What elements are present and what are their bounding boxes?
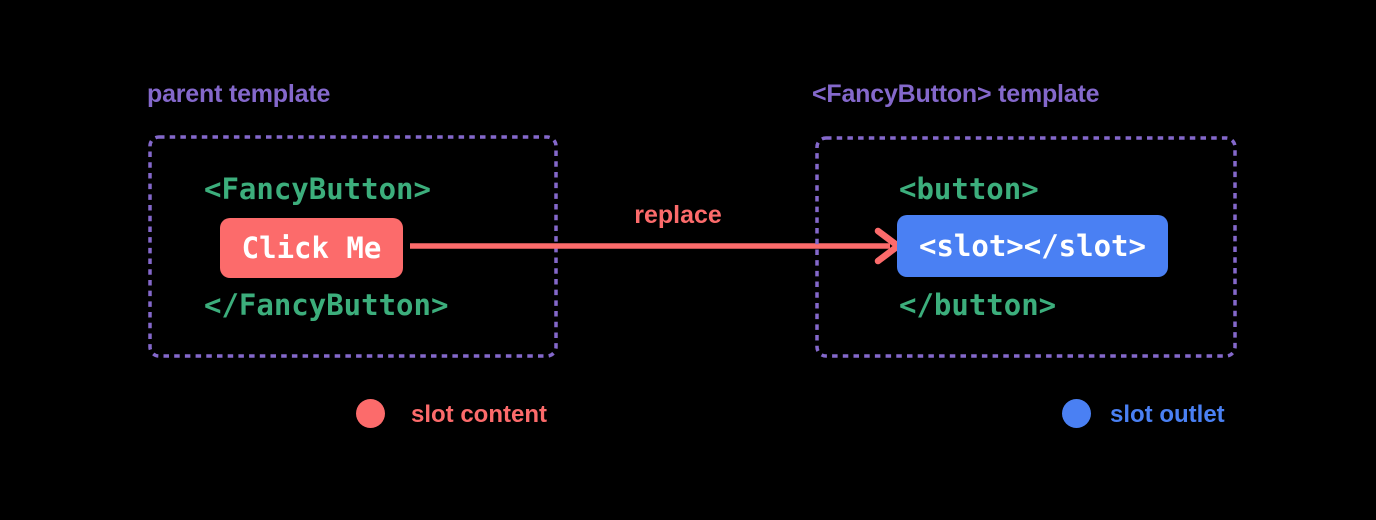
replace-arrow-icon: [410, 227, 902, 265]
slot-outlet-pill-label: <slot></slot>: [919, 229, 1146, 263]
button-code-close-tag: </button>: [899, 288, 1057, 322]
slot-outlet-pill: <slot></slot>: [897, 215, 1168, 277]
slot-content-dot-icon: [356, 399, 385, 428]
slot-content-legend-label: slot content: [411, 401, 547, 428]
parent-code-close-tag: </FancyButton>: [204, 288, 449, 322]
fancybutton-template-title: <FancyButton> template: [812, 80, 1100, 108]
parent-template-title: parent template: [147, 80, 331, 108]
parent-code-open-tag: <FancyButton>: [204, 172, 431, 206]
replace-label: replace: [634, 201, 722, 229]
slot-outlet-dot-icon: [1062, 399, 1091, 428]
slot-content-pill-label: Click Me: [241, 231, 382, 265]
slot-outlet-legend-label: slot outlet: [1110, 401, 1225, 428]
slot-content-pill: Click Me: [220, 218, 403, 278]
button-code-open-tag: <button>: [899, 172, 1039, 206]
